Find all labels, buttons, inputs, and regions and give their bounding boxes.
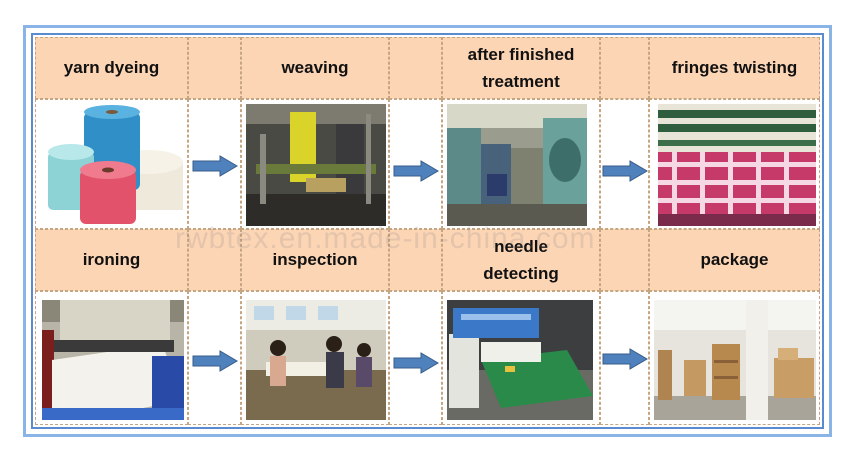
- header-spacer: [389, 37, 442, 99]
- header-spacer: [188, 229, 241, 291]
- header-label: inspection: [272, 250, 358, 270]
- header-spacer: [188, 37, 241, 99]
- inner-frame: [31, 33, 824, 429]
- header-weaving: weaving: [241, 37, 389, 99]
- header-spacer: [600, 37, 649, 99]
- arrow-cell: [600, 291, 649, 425]
- header-label: weaving: [281, 58, 349, 78]
- pic-cell: [442, 291, 600, 425]
- pic-cell: [35, 99, 188, 229]
- needle-detector-image: [447, 300, 593, 420]
- header-package: package: [649, 229, 820, 291]
- arrow-cell: [188, 99, 241, 229]
- package-warehouse-image: [654, 300, 816, 420]
- right-arrow-icon: [602, 160, 648, 182]
- inspection-workers-image: [246, 300, 386, 420]
- header-needle-detecting: needle detecting: [442, 229, 600, 291]
- header-label: after finished treatment: [467, 44, 575, 91]
- right-arrow-icon: [192, 350, 238, 372]
- header-after-finished-treatment: after finished treatment: [442, 37, 600, 99]
- header-yarn-dyeing: yarn dyeing: [35, 37, 188, 99]
- right-arrow-icon: [393, 160, 439, 182]
- yarn-cones-image: [44, 104, 184, 226]
- process-table: yarn dyeing weaving after finished treat…: [35, 37, 820, 425]
- pic-cell: [241, 99, 389, 229]
- arrow-cell: [188, 291, 241, 425]
- pic-cell: [442, 99, 600, 229]
- header-label: fringes twisting: [671, 58, 798, 78]
- pic-cell: [241, 291, 389, 425]
- finishing-machines-image: [447, 104, 587, 226]
- ironing-machine-image: [42, 300, 184, 420]
- header-label: yarn dyeing: [63, 58, 160, 78]
- header-spacer: [389, 229, 442, 291]
- header-inspection: inspection: [241, 229, 389, 291]
- arrow-cell: [600, 99, 649, 229]
- right-arrow-icon: [393, 352, 439, 374]
- header-label: ironing: [82, 250, 141, 270]
- header-label: package: [700, 250, 769, 270]
- fringe-twisting-image: [658, 104, 816, 226]
- header-fringes-twisting: fringes twisting: [649, 37, 820, 99]
- weaving-loom-image: [246, 104, 386, 226]
- arrow-cell: [389, 99, 442, 229]
- right-arrow-icon: [192, 155, 238, 177]
- right-arrow-icon: [602, 348, 648, 370]
- pic-cell: [649, 99, 820, 229]
- watermark-text: rwbtex.en.made-in-china.com: [175, 222, 596, 255]
- pic-cell: [649, 291, 820, 425]
- arrow-cell: [389, 291, 442, 425]
- header-label: needle detecting: [483, 236, 559, 283]
- header-ironing: ironing: [35, 229, 188, 291]
- pic-cell: [35, 291, 188, 425]
- header-spacer: [600, 229, 649, 291]
